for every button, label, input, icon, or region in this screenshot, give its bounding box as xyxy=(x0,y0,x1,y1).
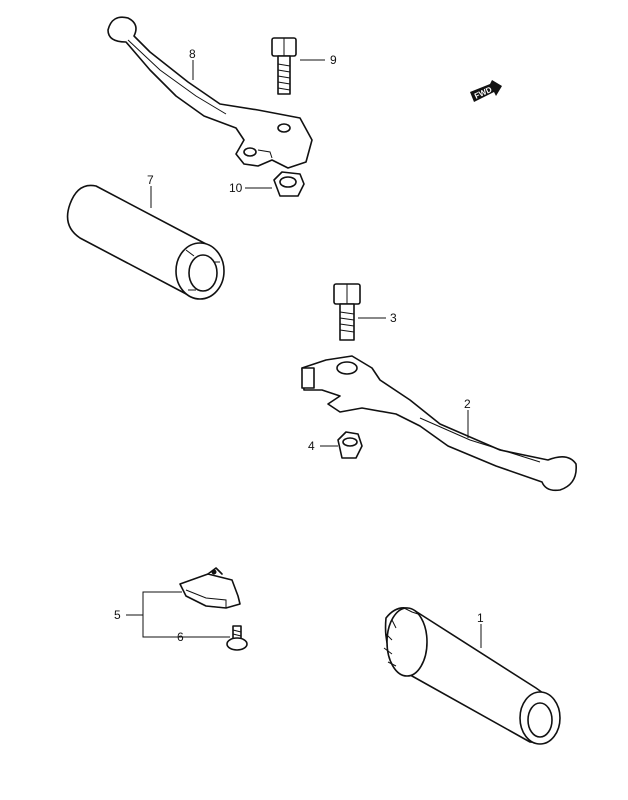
clutch-lever xyxy=(107,16,313,169)
callout-7: 7 xyxy=(147,173,154,187)
fwd-label: FWD xyxy=(473,85,494,101)
callout-8: 8 xyxy=(189,47,196,61)
bolt-3 xyxy=(333,283,361,341)
callout-lines xyxy=(126,59,482,648)
callout-4: 4 xyxy=(308,439,315,453)
throttle-grip xyxy=(383,607,561,745)
grip-left xyxy=(66,184,225,300)
callout-3: 3 xyxy=(390,311,397,325)
callout-10: 10 xyxy=(229,181,243,195)
callout-2: 2 xyxy=(464,397,471,411)
bolt-9 xyxy=(271,37,297,95)
switch-5 xyxy=(179,567,241,609)
brake-lever xyxy=(301,355,577,492)
callout-5: 5 xyxy=(114,608,121,622)
nut-10 xyxy=(273,171,305,197)
callout-6: 6 xyxy=(177,630,184,644)
callout-1: 1 xyxy=(477,611,484,625)
forward-arrow-marker: FWD xyxy=(470,80,502,102)
nut-4 xyxy=(337,431,363,459)
callout-9: 9 xyxy=(330,53,337,67)
screw-6 xyxy=(226,625,248,651)
